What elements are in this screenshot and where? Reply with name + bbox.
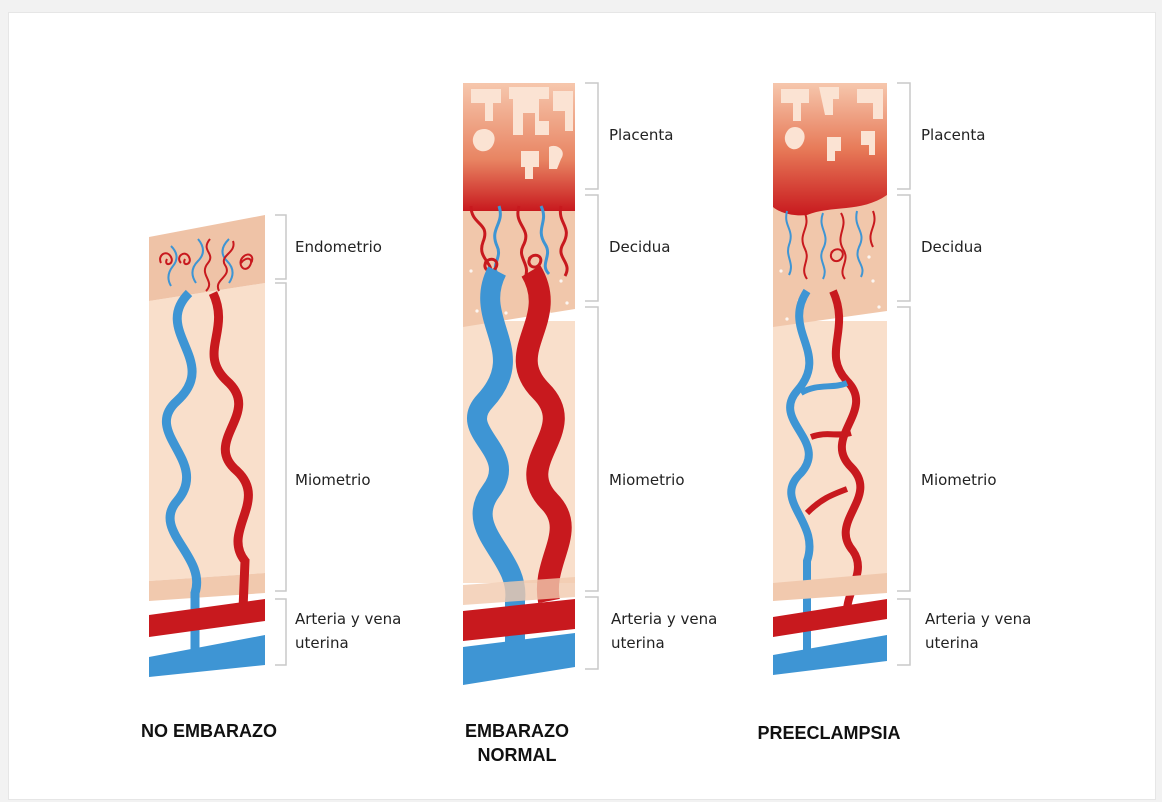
layer-label-miometrio: Miometrio: [295, 468, 371, 492]
bracket-arteria-vena: [275, 599, 286, 665]
panel-title-line: EMBARAZO: [465, 721, 569, 741]
bracket-miometrio: [585, 307, 598, 591]
layer-label-arteria-vena: Arteria y vena uterina: [611, 607, 741, 655]
myometrium-tissue: [773, 321, 887, 583]
bracket-endometrio: [275, 215, 286, 279]
uterine-artery-band: [773, 599, 887, 637]
figure-canvas: Endometrio Miometrio Arteria y vena uter…: [8, 12, 1156, 800]
uterine-vein-band: [149, 635, 265, 677]
layer-label-miometrio: Miometrio: [609, 468, 685, 492]
bracket-decidua: [897, 195, 910, 301]
connecting-vessel: [811, 433, 851, 437]
panel-title-line: NORMAL: [478, 745, 557, 765]
bracket-placenta: [585, 83, 598, 189]
panel-embarazo-normal: [463, 83, 575, 685]
layer-label-decidua: Decidua: [921, 235, 982, 259]
bracket-miometrio: [897, 307, 910, 591]
uterine-artery-band: [149, 599, 265, 637]
uterine-vein-band: [463, 633, 575, 685]
panel-title-line: NO EMBARAZO: [141, 721, 277, 741]
layer-label-arteria-vena: Arteria y vena uterina: [295, 607, 425, 655]
bracket-arteria-vena: [897, 599, 910, 665]
layer-label-endometrio: Endometrio: [295, 235, 382, 259]
uterine-vein-band: [773, 635, 887, 675]
panel-title-preeclampsia: PREECLAMPSIA: [729, 721, 929, 745]
layer-label-arteria-vena: Arteria y vena uterina: [925, 607, 1055, 655]
uterine-artery-band: [463, 599, 575, 641]
panel-title-embarazo-normal: EMBARAZO NORMAL: [429, 719, 605, 767]
bracket-miometrio: [275, 283, 286, 591]
bracket-decidua: [585, 195, 598, 301]
panel-title-line: PREECLAMPSIA: [757, 723, 900, 743]
layer-label-miometrio: Miometrio: [921, 468, 997, 492]
panel-preeclampsia: [773, 83, 887, 675]
layer-label-decidua: Decidua: [609, 235, 670, 259]
panel-title-no-embarazo: NO EMBARAZO: [109, 719, 309, 743]
panel-no-embarazo: [149, 215, 265, 677]
layer-label-placenta: Placenta: [921, 123, 985, 147]
bracket-placenta: [897, 83, 910, 189]
bracket-arteria-vena: [585, 597, 598, 669]
layer-label-placenta: Placenta: [609, 123, 673, 147]
